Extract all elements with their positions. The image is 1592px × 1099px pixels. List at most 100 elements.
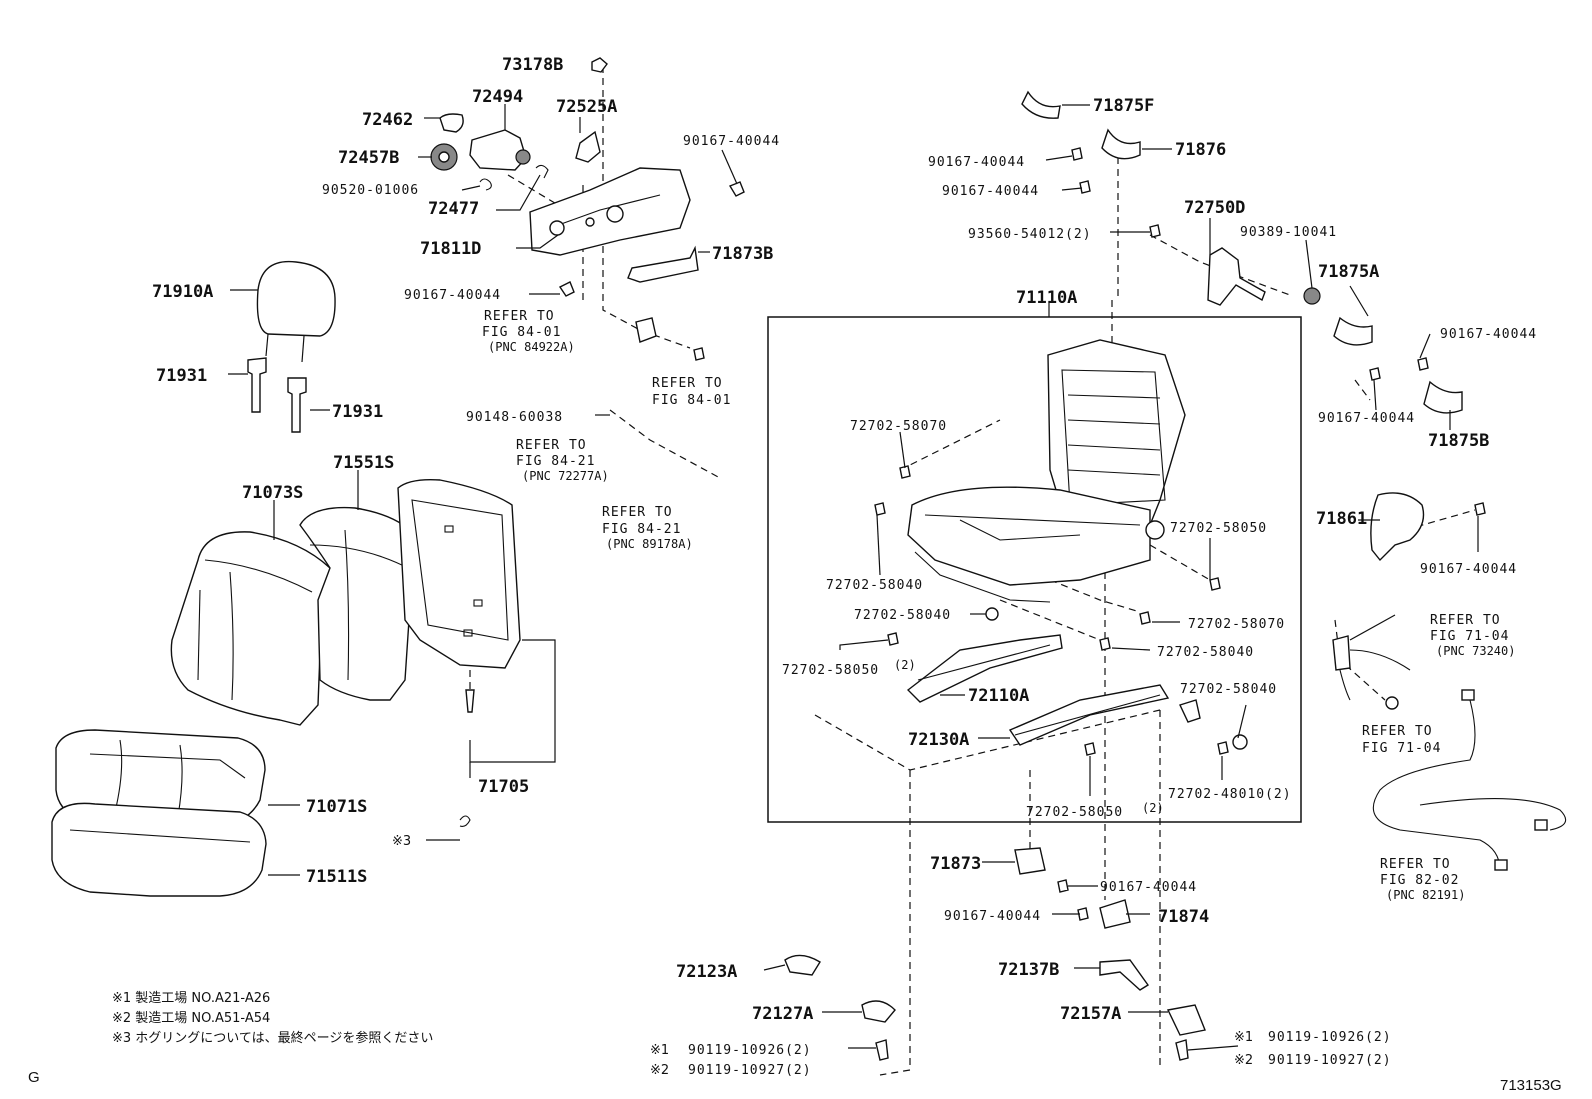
- refer-7-line1: REFER TO: [1380, 857, 1451, 872]
- label-72750D: 72750D: [1184, 198, 1245, 218]
- label-72702-58050-b: 72702-58050: [782, 663, 879, 678]
- top-right-brackets: [1021, 90, 1463, 414]
- label-72702-58040-a: 72702-58040: [826, 578, 923, 593]
- refer-5-line2: FIG 71-04: [1430, 629, 1509, 644]
- label-72702-58040-b: 72702-58040: [854, 608, 951, 623]
- label-90167-40044-c: 90167-40044: [928, 155, 1025, 170]
- footnotes: ※1 製造工場 NO.A21-A26 ※2 製造工場 NO.A51-A54 ※3…: [112, 991, 433, 1046]
- label-90167-40044-b: 90167-40044: [404, 288, 501, 303]
- label-71874: 71874: [1158, 907, 1209, 927]
- label-90148-60038: 90148-60038: [466, 410, 563, 425]
- recliner-cover-parts: [430, 57, 745, 361]
- label-leader-lines: [228, 104, 1479, 1051]
- label-90119-10926-b: 90119-10926(2): [1268, 1030, 1392, 1045]
- footnote-3: ※3 ホグリングについては、最終ページを参照ください: [112, 1030, 433, 1046]
- label-72702-58070-b: 72702-58070: [1188, 617, 1285, 632]
- label-72457B: 72457B: [338, 148, 399, 168]
- label-71875B: 71875B: [1428, 431, 1489, 451]
- label-90167-40044-f: 90167-40044: [1318, 411, 1415, 426]
- mark-1-left: ※1: [650, 1043, 669, 1058]
- label-90389-10041: 90389-10041: [1240, 225, 1337, 240]
- label-72477: 72477: [428, 199, 479, 219]
- label-90167-40044-h: 90167-40044: [1100, 880, 1197, 895]
- refer-2-line1: REFER TO: [652, 376, 723, 391]
- footnote-1: ※1 製造工場 NO.A21-A26: [112, 991, 270, 1006]
- label-72130A: 72130A: [908, 730, 969, 750]
- refer-3-line2: FIG 84-21: [516, 454, 595, 469]
- label-90167-40044-i: 90167-40044: [944, 909, 1041, 924]
- label-71873B: 71873B: [712, 244, 773, 264]
- label-72702-48010: 72702-48010(2): [1168, 787, 1292, 802]
- label-71071S: 71071S: [306, 797, 367, 817]
- refer-2-line2: FIG 84-01: [652, 393, 731, 408]
- footnote-2: ※2 製造工場 NO.A51-A54: [112, 1011, 270, 1026]
- label-71551S: 71551S: [333, 453, 394, 473]
- mark-2-right: ※2: [1234, 1053, 1253, 1068]
- refer-5-line1: REFER TO: [1430, 613, 1501, 628]
- label-90119-10927-a: 90119-10927(2): [688, 1063, 812, 1078]
- refer-7-line2: FIG 82-02: [1380, 873, 1459, 888]
- label-72127A: 72127A: [752, 1004, 813, 1024]
- label-71861: 71861: [1316, 509, 1367, 529]
- label-71705: 71705: [478, 777, 529, 797]
- refer-4-line1: REFER TO: [602, 505, 673, 520]
- label-71811D: 71811D: [420, 239, 481, 259]
- label-72702-58040-c: 72702-58040: [1157, 645, 1254, 660]
- label-90167-40044-g: 90167-40044: [1420, 562, 1517, 577]
- headrest: [247, 260, 336, 433]
- label-71110A: 71110A: [1016, 288, 1077, 308]
- refer-5-line3: (PNC 73240): [1436, 644, 1515, 658]
- label-72702-58040-d: 72702-58040: [1180, 682, 1277, 697]
- mark-2-left: ※2: [650, 1063, 669, 1078]
- label-72123A: 72123A: [676, 962, 737, 982]
- refer-1-line1: REFER TO: [484, 309, 555, 324]
- lower-middle-parts: [784, 847, 1206, 1061]
- refer-4-line3: (PNC 89178A): [606, 537, 693, 551]
- label-72110A: 72110A: [968, 686, 1029, 706]
- refer-7-line3: (PNC 82191): [1386, 888, 1465, 902]
- label-90520-01006: 90520-01006: [322, 183, 419, 198]
- assembly-frame-box: [767, 316, 1302, 823]
- label-71876: 71876: [1175, 140, 1226, 160]
- figure-id: 713153G: [1500, 1077, 1562, 1094]
- refer-1-line2: FIG 84-01: [482, 325, 561, 340]
- label-71931-b: 71931: [332, 402, 383, 422]
- label-90167-40044-a: 90167-40044: [683, 134, 780, 149]
- label-72157A: 72157A: [1060, 1004, 1121, 1024]
- label-72702-58070-a: 72702-58070: [850, 419, 947, 434]
- label-90167-40044-e: 90167-40044: [1440, 327, 1537, 342]
- label-72702-58050-a: 72702-58050: [1170, 521, 1267, 536]
- label-71073S: 71073S: [242, 483, 303, 503]
- corner-mark-left: G: [28, 1069, 40, 1086]
- label-two-b: (2): [1142, 801, 1164, 815]
- refer-6-line1: REFER TO: [1362, 724, 1433, 739]
- refer-3-line3: (PNC 72277A): [522, 469, 609, 483]
- part-labels: 73178B 72462 72494 72525A 72457B 90520-0…: [152, 55, 1537, 1078]
- label-93560-54012: 93560-54012(2): [968, 227, 1092, 242]
- mark-3: ※3: [392, 834, 411, 849]
- label-72702-58050-c: 72702-58050: [1026, 805, 1123, 820]
- label-two-a: (2): [894, 658, 916, 672]
- label-90167-40044-d: 90167-40044: [942, 184, 1039, 199]
- mark-1-right: ※1: [1234, 1030, 1253, 1045]
- refer-1-line3: (PNC 84922A): [488, 340, 575, 354]
- refer-3-line1: REFER TO: [516, 438, 587, 453]
- refer-callouts: REFER TO FIG 84-01 (PNC 84922A) REFER TO…: [482, 309, 1515, 902]
- refer-4-line2: FIG 84-21: [602, 522, 681, 537]
- wire-harness: [1332, 492, 1567, 871]
- refer-6-line2: FIG 71-04: [1362, 741, 1441, 756]
- label-71931-a: 71931: [156, 366, 207, 386]
- label-72525A: 72525A: [556, 97, 617, 117]
- seatback-covers: [170, 478, 521, 726]
- label-73178B: 73178B: [502, 55, 563, 75]
- label-71910A: 71910A: [152, 282, 213, 302]
- label-72137B: 72137B: [998, 960, 1059, 980]
- seat-cushion: [51, 729, 471, 897]
- seat-frame-assembly: [874, 339, 1248, 756]
- label-71875A: 71875A: [1318, 262, 1379, 282]
- label-72494: 72494: [472, 87, 523, 107]
- label-90119-10926-a: 90119-10926(2): [688, 1043, 812, 1058]
- label-71511S: 71511S: [306, 867, 367, 887]
- label-90119-10927-b: 90119-10927(2): [1268, 1053, 1392, 1068]
